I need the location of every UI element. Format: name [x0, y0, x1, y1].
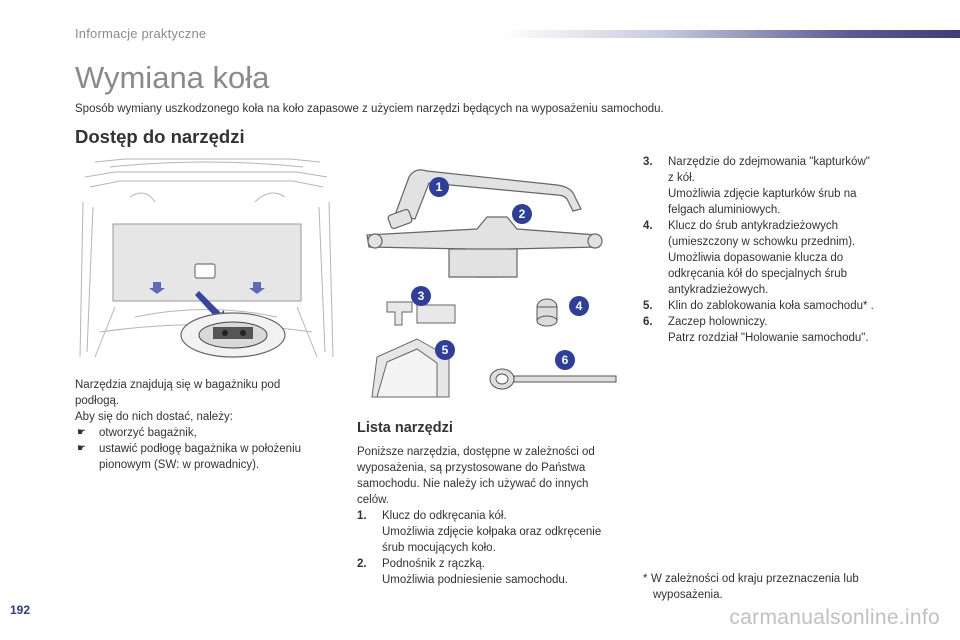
- tools-list-intro: Poniższe narzędzia, dostępne w zależnośc…: [357, 444, 622, 588]
- tool-item-2: 2. Podnośnik z rączką. Umożliwia podnies…: [357, 558, 569, 586]
- page-title: Wymiana koła: [75, 60, 270, 95]
- section-heading-tools: Lista narzędzi: [357, 420, 453, 436]
- tool-item-6: 6. Zaczep holowniczy. Patrz rozdział "Ho…: [643, 316, 869, 344]
- tool-badge-5: 5: [442, 343, 449, 357]
- tool-badge-3: 3: [418, 289, 425, 303]
- bullet-item: ☛ otworzyć bagażnik,: [77, 427, 197, 439]
- tool-item-4: 4. Klucz do śrub antykradzieżowych (umie…: [643, 220, 856, 296]
- access-line: podłogą.: [75, 395, 120, 407]
- tool-item-1: 1. Klucz do odkręcania kół. Umożliwia zd…: [357, 510, 602, 554]
- page-number: 192: [10, 603, 31, 617]
- footnote: * W zależności od kraju przeznaczenia lu…: [643, 573, 859, 601]
- tool-badge-4: 4: [576, 299, 583, 313]
- tools-list-continued: 3. Narzędzie do zdejmowania "kapturków" …: [643, 154, 903, 346]
- section-heading-access: Dostęp do narzędzi: [75, 126, 245, 147]
- bullet-item-continuation: pionowym (SW: w prowadnicy).: [99, 459, 260, 471]
- tool-item-5: 5. Klin do zablokowania koła samochodu* …: [643, 300, 874, 312]
- section-label: Informacje praktyczne: [75, 26, 207, 41]
- tool-badge-6: 6: [562, 353, 569, 367]
- access-line: Aby się do nich dostać, należy:: [75, 411, 233, 423]
- pointing-hand-icon: ☛: [77, 427, 86, 438]
- trunk-illustration: [75, 157, 337, 362]
- header-accent-bar: [500, 30, 960, 38]
- bullet-item: ☛ ustawić podłogę bagażnika w położeniu: [77, 443, 302, 455]
- access-line: Narzędzia znajdują się w bagażniku pod: [75, 379, 281, 391]
- tools-illustration: 1 2 3 4 5 6: [357, 157, 622, 407]
- pointing-hand-icon: ☛: [77, 443, 86, 454]
- page-intro: Sposób wymiany uszkodzonego koła na koło…: [75, 103, 664, 115]
- tool-item-3: 3. Narzędzie do zdejmowania "kapturków" …: [643, 156, 870, 216]
- tool-badge-1: 1: [436, 180, 443, 194]
- tool-badge-2: 2: [519, 207, 526, 221]
- access-instructions: Narzędzia znajdują się w bagażniku pod p…: [75, 377, 340, 473]
- watermark: carmanualsonline.info: [729, 606, 940, 629]
